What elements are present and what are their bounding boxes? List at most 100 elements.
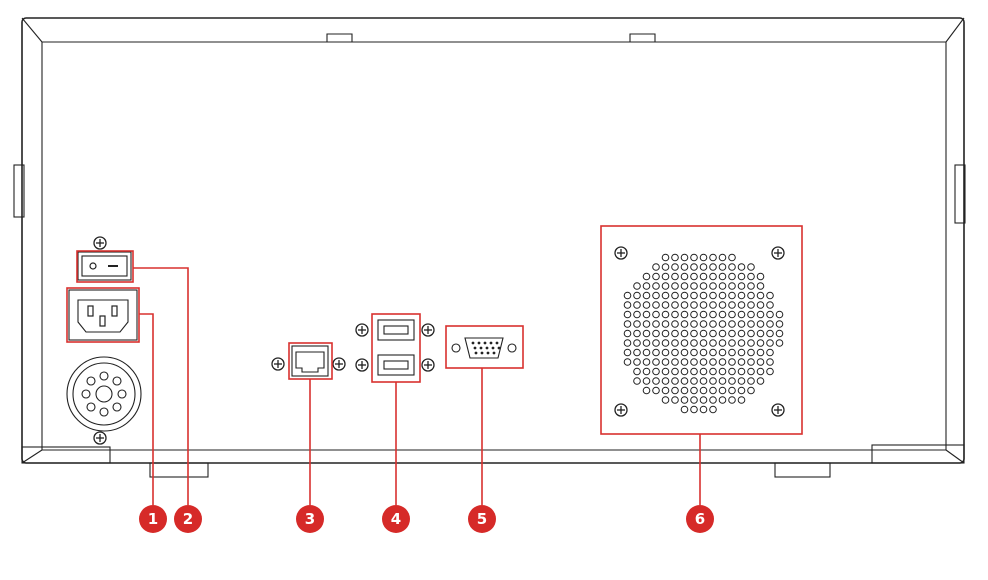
vent-hole [690, 386, 698, 395]
vent-hole [642, 282, 651, 290]
vent-hole [775, 320, 784, 328]
vent-hole [623, 320, 632, 328]
callout-4: 4 [382, 505, 410, 533]
vent-hole [623, 358, 632, 366]
vent-hole [661, 272, 670, 281]
vent-hole [737, 367, 746, 376]
main-fan-vent [600, 225, 803, 435]
vent-hole [671, 263, 679, 271]
psu-fan-vent [66, 356, 142, 445]
vent-hole [642, 377, 651, 385]
vent-hole [775, 310, 784, 319]
vent-hole [661, 310, 670, 319]
vent-hole [747, 272, 755, 281]
vent-hole [699, 405, 708, 414]
vent-hole [766, 367, 774, 376]
vent-hole [718, 386, 727, 395]
callout-2: 2 [174, 505, 202, 533]
vent-hole [747, 386, 755, 395]
vent-hole [680, 310, 689, 319]
vent-hole [718, 291, 727, 300]
vent-hole [737, 291, 746, 300]
callout-6: 6 [686, 505, 714, 533]
vent-hole [680, 358, 689, 366]
vent-hole [728, 339, 736, 347]
chassis [13, 17, 966, 478]
vent-hole [718, 253, 727, 262]
vent-hole [718, 358, 727, 366]
vent-hole [680, 339, 689, 347]
vent-hole [671, 377, 679, 385]
vent-hole [766, 348, 774, 357]
vent-hole [680, 253, 689, 262]
vent-hole [737, 386, 746, 395]
vent-hole [690, 291, 698, 300]
vent-hole [747, 320, 755, 328]
vent-hole [756, 291, 765, 300]
vent-hole [633, 339, 641, 347]
vent-hole [766, 358, 774, 366]
vent-hole [642, 339, 651, 347]
vent-hole [699, 396, 708, 404]
vent-hole [737, 310, 746, 319]
vent-hole [671, 253, 679, 262]
vent-hole [680, 377, 689, 385]
vent-hole [737, 263, 746, 271]
vent-hole [680, 291, 689, 300]
vent-hole [728, 367, 736, 376]
vent-hole [690, 339, 698, 347]
vent-hole [728, 310, 736, 319]
vent-hole [652, 358, 660, 366]
vent-hole [756, 272, 765, 281]
vent-hole [642, 291, 651, 300]
vent-hole [680, 405, 689, 414]
vent-hole [671, 367, 679, 376]
callout-1: 1 [139, 505, 167, 533]
vent-hole [652, 339, 660, 347]
vent-hole [661, 348, 670, 357]
vent-hole [728, 396, 736, 404]
vent-hole [671, 339, 679, 347]
power-inlet [66, 287, 140, 343]
vent-hole [671, 282, 679, 290]
vent-hole [709, 329, 717, 338]
vent-hole [737, 377, 746, 385]
vent-hole [671, 396, 679, 404]
vent-hole [709, 272, 717, 281]
vent-hole [747, 367, 755, 376]
vent-hole [652, 291, 660, 300]
vent-hole [756, 310, 765, 319]
vent-hole [652, 263, 660, 271]
vent-hole [699, 310, 708, 319]
ethernet-port [271, 342, 346, 380]
vent-hole [623, 329, 632, 338]
vent-hole [680, 320, 689, 328]
vent-hole [661, 320, 670, 328]
vent-hole [680, 348, 689, 357]
vent-hole [766, 291, 774, 300]
vent-hole [652, 282, 660, 290]
vent-hole [671, 291, 679, 300]
vent-hole [690, 358, 698, 366]
vent-hole [718, 263, 727, 271]
vent-hole [699, 301, 708, 309]
vent-hole [747, 301, 755, 309]
vent-hole [747, 329, 755, 338]
vent-hole [680, 263, 689, 271]
vent-hole [718, 301, 727, 309]
vent-hole [623, 339, 632, 347]
vent-hole [690, 377, 698, 385]
vent-hole [718, 320, 727, 328]
vent-hole [633, 320, 641, 328]
vent-hole [709, 320, 717, 328]
vent-hole [709, 396, 717, 404]
vent-hole [728, 386, 736, 395]
vent-hole [709, 310, 717, 319]
vent-hole [709, 367, 717, 376]
vent-hole [728, 358, 736, 366]
vent-hole [737, 282, 746, 290]
vent-hole [623, 301, 632, 309]
vent-hole [737, 301, 746, 309]
vent-hole [690, 320, 698, 328]
